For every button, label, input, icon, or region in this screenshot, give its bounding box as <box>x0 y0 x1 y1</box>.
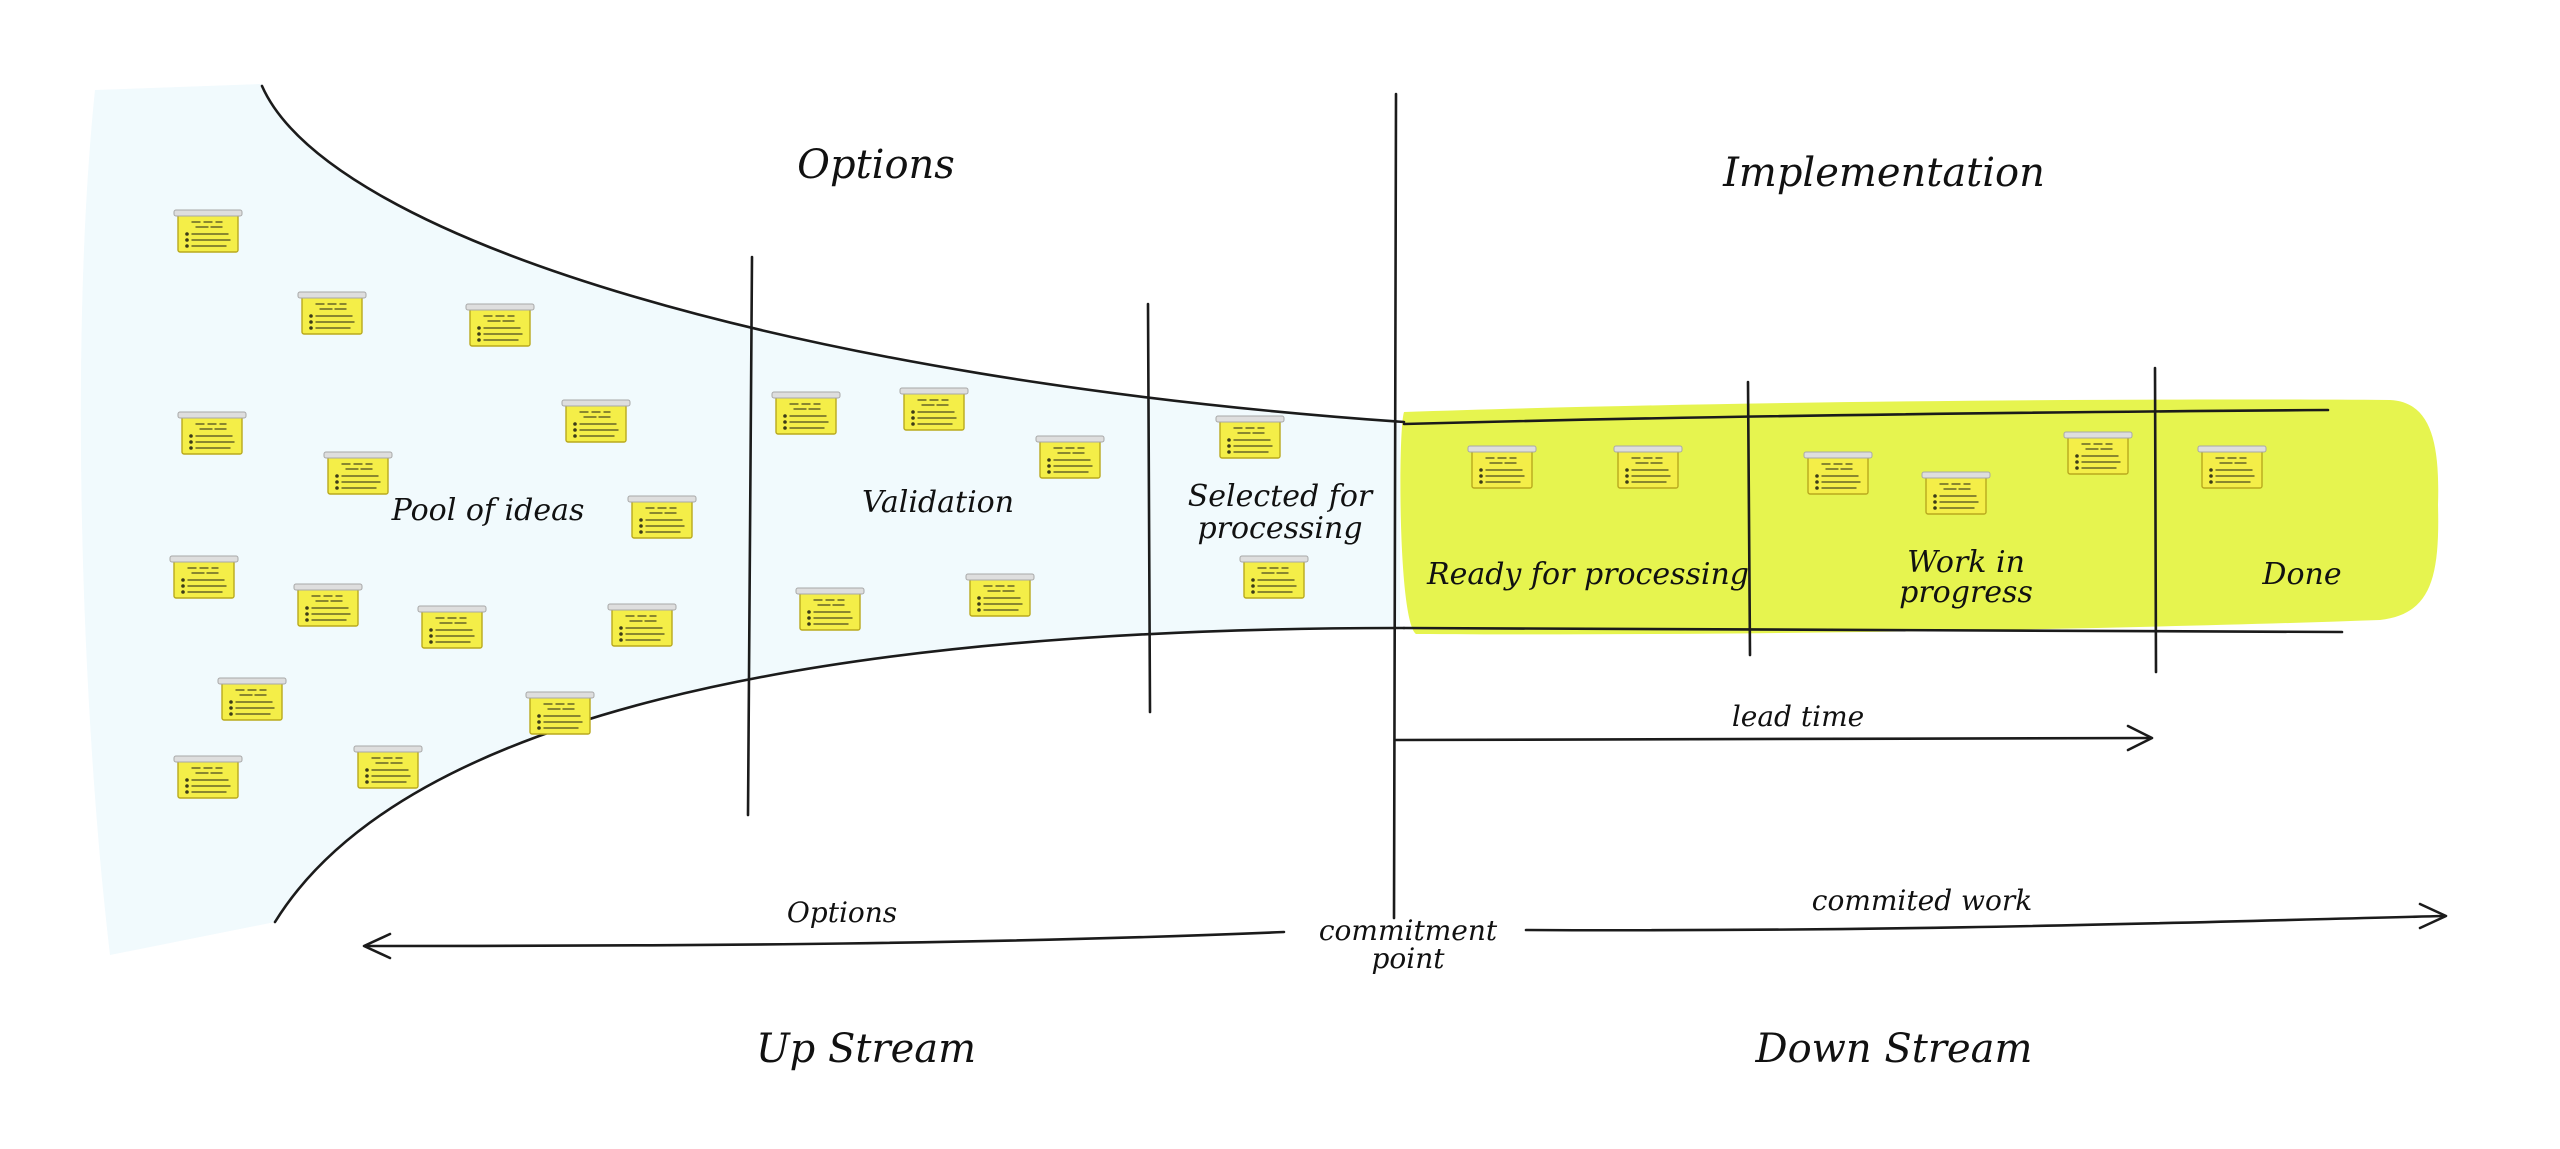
committed-work-label: commited work <box>1812 884 2032 917</box>
stage-label-done: Done <box>2261 557 2341 592</box>
stage-label-validation: Validation <box>862 485 1014 520</box>
lead-time-label: lead time <box>1732 700 1864 733</box>
sticky-note-icon[interactable] <box>1239 555 1309 599</box>
sticky-note-icon[interactable] <box>417 605 487 649</box>
sticky-note-icon[interactable] <box>2063 431 2133 475</box>
upstream-label: Up Stream <box>756 1026 976 1072</box>
sticky-note-icon[interactable] <box>899 387 969 431</box>
sticky-note-icon[interactable] <box>1921 471 1991 515</box>
lead-time-arrowhead <box>2126 724 2154 752</box>
sticky-note-icon[interactable] <box>465 303 535 347</box>
sticky-note-icon[interactable] <box>1467 445 1537 489</box>
committed-work-arrow <box>1524 914 2446 932</box>
stage-label-selected-line2: processing <box>1197 511 1362 546</box>
sticky-note-icon[interactable] <box>561 399 631 443</box>
divider-validation-selected <box>1146 302 1152 714</box>
downstream-top-line <box>1402 408 2330 426</box>
sticky-note-icon[interactable] <box>353 745 423 789</box>
sticky-note-icon[interactable] <box>965 573 1035 617</box>
implementation-header: Implementation <box>1722 150 2045 196</box>
options-header: Options <box>797 142 955 188</box>
sticky-note-icon[interactable] <box>607 603 677 647</box>
sticky-note-icon[interactable] <box>795 587 865 631</box>
sticky-note-icon[interactable] <box>2197 445 2267 489</box>
lead-time-arrow <box>1394 736 2152 742</box>
divider-ready-wip <box>1746 380 1752 657</box>
upstream-funnel-area <box>80 84 1401 955</box>
options-arrow <box>364 930 1286 948</box>
options-arrow-label: Options <box>787 896 897 929</box>
sticky-note-icon[interactable] <box>1035 435 1105 479</box>
sticky-note-icon[interactable] <box>525 691 595 735</box>
sticky-note-icon[interactable] <box>217 677 287 721</box>
downstream-bottom-line <box>1402 626 2344 634</box>
sticky-note-icon[interactable] <box>177 411 247 455</box>
sticky-note-icon[interactable] <box>173 755 243 799</box>
sticky-note-icon[interactable] <box>1215 415 1285 459</box>
commitment-point-line <box>1392 92 1398 920</box>
options-arrowhead <box>362 932 392 960</box>
commitment-point-label-line2: point <box>1371 942 1445 975</box>
sticky-note-icon[interactable] <box>293 583 363 627</box>
stage-label-wip-line1: Work in <box>1907 545 2025 580</box>
sticky-note-icon[interactable] <box>323 451 393 495</box>
stage-label-ready-for-processing: Ready for processing <box>1426 557 1749 592</box>
funnel-top-curve <box>260 84 1406 424</box>
stage-label-pool-of-ideas: Pool of ideas <box>391 493 585 528</box>
sticky-note-icon[interactable] <box>1803 451 1873 495</box>
stage-label-selected-line1: Selected for <box>1188 479 1374 514</box>
sticky-note-icon[interactable] <box>627 495 697 539</box>
sticky-note-icon[interactable] <box>297 291 367 335</box>
sticky-note-icon[interactable] <box>173 209 243 253</box>
divider-pool-validation <box>746 255 754 817</box>
sticky-note-icon[interactable] <box>1613 445 1683 489</box>
sticky-note-icon[interactable] <box>771 391 841 435</box>
downstream-label: Down Stream <box>1755 1026 2033 1072</box>
stage-label-wip-line2: progress <box>1899 575 2033 610</box>
divider-wip-done <box>2153 366 2158 674</box>
commitment-point-label-line1: commitment <box>1319 914 1498 947</box>
committed-work-arrowhead <box>2418 902 2448 930</box>
sticky-note-icon[interactable] <box>169 555 239 599</box>
